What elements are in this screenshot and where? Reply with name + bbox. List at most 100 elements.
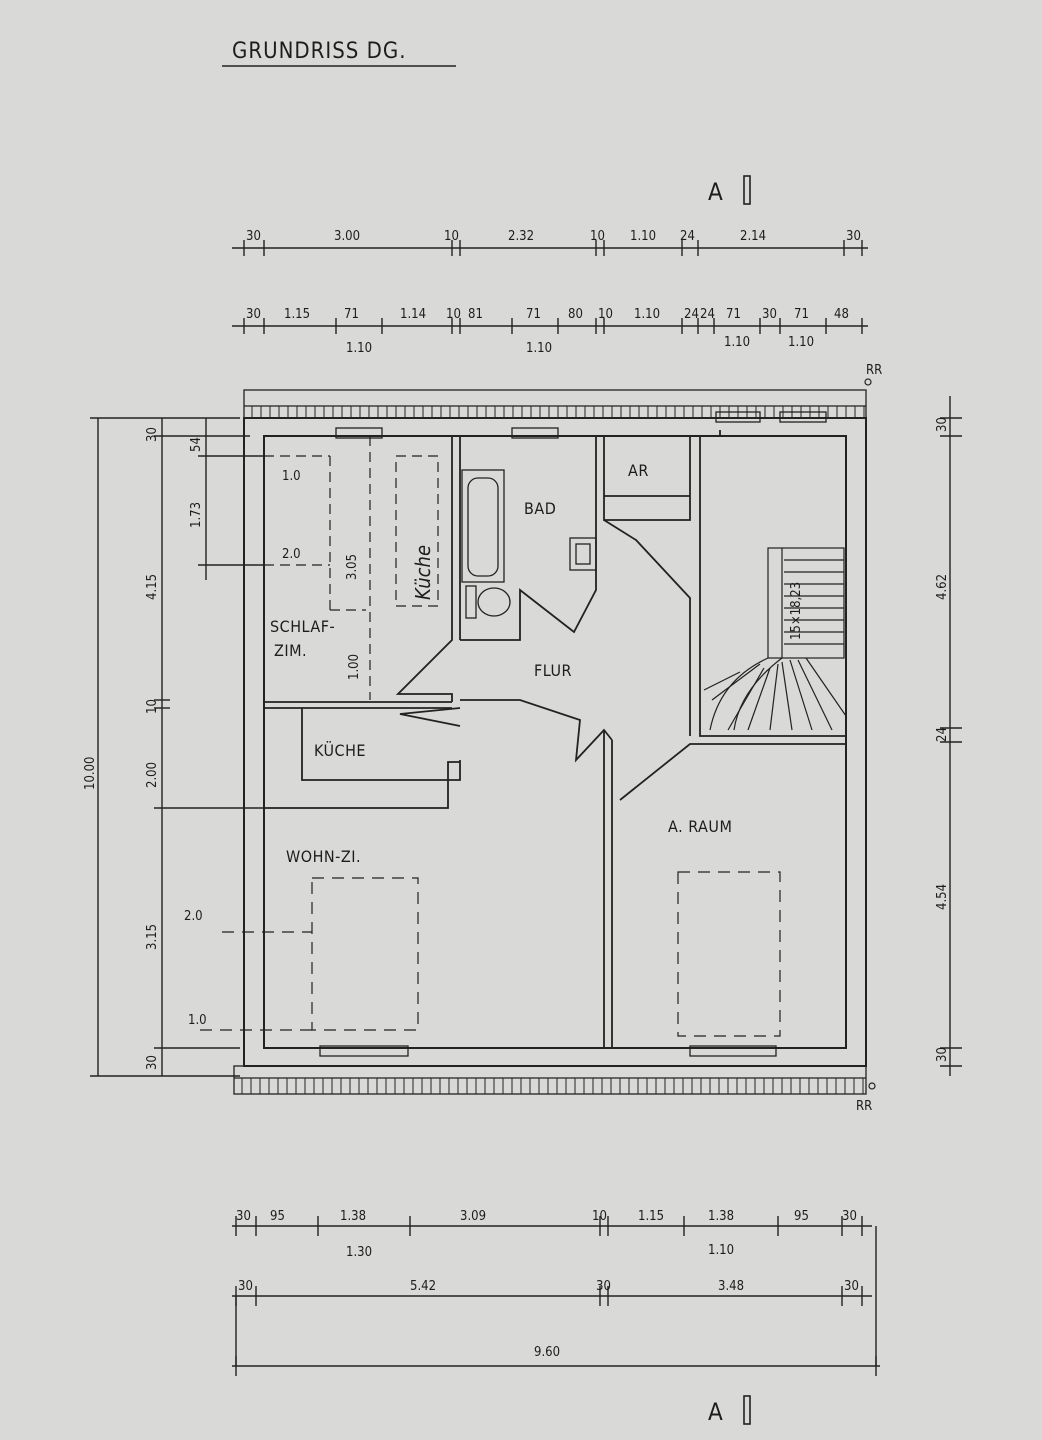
roof-eave-bottom-hatch bbox=[241, 1078, 864, 1094]
roof-marker-bottom: RR bbox=[856, 1099, 872, 1114]
svg-text:1.10: 1.10 bbox=[634, 307, 660, 322]
bottom-dimension-labels-1: 30 95 1.38 3.09 10 1.15 1.38 95 30 1.30 … bbox=[236, 1209, 857, 1260]
svg-text:2.32: 2.32 bbox=[508, 229, 534, 244]
schlaf-door-depth: 1.00 bbox=[347, 654, 362, 680]
top-dimension-labels-1: 30 3.00 10 2.32 10 1.10 24 2.14 30 bbox=[246, 229, 861, 244]
bottom-dimension-chain-1 bbox=[232, 1216, 872, 1236]
svg-text:95: 95 bbox=[270, 1209, 285, 1224]
svg-text:2.14: 2.14 bbox=[740, 229, 766, 244]
windows-top bbox=[335, 411, 827, 439]
svg-text:30: 30 bbox=[842, 1209, 857, 1224]
svg-text:10: 10 bbox=[145, 699, 160, 714]
left-dimension-chain-outer bbox=[90, 417, 240, 1077]
svg-text:1.10: 1.10 bbox=[526, 341, 552, 356]
svg-text:95: 95 bbox=[794, 1209, 809, 1224]
svg-text:2.00: 2.00 bbox=[145, 762, 160, 788]
svg-text:30: 30 bbox=[935, 1047, 950, 1062]
svg-text:71: 71 bbox=[794, 307, 809, 322]
svg-text:30: 30 bbox=[145, 427, 160, 442]
svg-text:3.15: 3.15 bbox=[145, 924, 160, 950]
svg-text:1.14: 1.14 bbox=[400, 307, 426, 322]
room-label-schlafzimmer: SCHLAF- bbox=[270, 617, 335, 636]
right-dimension-labels: 30 4.62 24 4.54 30 bbox=[935, 417, 950, 1062]
left-dimension-labels-mid: 30 4.15 10 2.00 3.15 30 bbox=[145, 427, 160, 1070]
section-bar-bottom bbox=[743, 1395, 751, 1425]
svg-text:30: 30 bbox=[762, 307, 777, 322]
wohn-height-2: 2.0 bbox=[184, 909, 203, 924]
svg-text:1.73: 1.73 bbox=[189, 502, 204, 528]
staircase bbox=[703, 547, 847, 731]
washbasin bbox=[569, 537, 597, 571]
roof-marker-top: RR bbox=[866, 363, 882, 378]
svg-text:30: 30 bbox=[935, 417, 950, 432]
svg-text:3.48: 3.48 bbox=[718, 1279, 744, 1294]
svg-text:48: 48 bbox=[834, 307, 849, 322]
top-dimension-chain-2 bbox=[232, 318, 868, 334]
section-bar-top bbox=[743, 175, 751, 205]
svg-text:71: 71 bbox=[726, 307, 741, 322]
svg-text:30: 30 bbox=[596, 1279, 611, 1294]
roof-point-top bbox=[864, 378, 872, 386]
svg-text:1.10: 1.10 bbox=[788, 335, 814, 350]
bottom-dimension-chain-2 bbox=[232, 1286, 872, 1306]
room-label-flur: FLUR bbox=[534, 661, 572, 680]
svg-text:1.10: 1.10 bbox=[724, 335, 750, 350]
schlaf-depth: 3.05 bbox=[345, 554, 360, 580]
bottom-dimension-total bbox=[232, 1226, 880, 1376]
top-dimension-chain-1 bbox=[232, 240, 868, 256]
svg-text:1.10: 1.10 bbox=[630, 229, 656, 244]
stair-label: 15×18,23 bbox=[789, 582, 804, 640]
bathtub bbox=[461, 469, 505, 583]
svg-text:1.10: 1.10 bbox=[708, 1243, 734, 1258]
left-dimension-chain-inner bbox=[198, 418, 264, 580]
svg-text:30: 30 bbox=[246, 307, 261, 322]
svg-text:30: 30 bbox=[846, 229, 861, 244]
left-dim-total: 10.00 bbox=[83, 757, 98, 790]
right-dimension-chain bbox=[940, 396, 962, 1076]
svg-text:54: 54 bbox=[189, 437, 204, 452]
schlaf-slope-lines bbox=[264, 436, 439, 700]
svg-text:5.42: 5.42 bbox=[410, 1279, 436, 1294]
svg-text:30: 30 bbox=[238, 1279, 253, 1294]
svg-text:1.15: 1.15 bbox=[638, 1209, 664, 1224]
windows-bottom bbox=[319, 1045, 777, 1057]
svg-text:10: 10 bbox=[592, 1209, 607, 1224]
svg-text:4.62: 4.62 bbox=[935, 574, 950, 600]
svg-text:4.54: 4.54 bbox=[935, 884, 950, 910]
room-label-kueche: KÜCHE bbox=[314, 741, 366, 760]
outer-walls bbox=[243, 417, 867, 1067]
svg-text:1.30: 1.30 bbox=[346, 1245, 372, 1260]
svg-text:24: 24 bbox=[935, 727, 950, 742]
schlaf-height-2: 2.0 bbox=[282, 547, 301, 562]
svg-text:10: 10 bbox=[446, 307, 461, 322]
svg-text:30: 30 bbox=[246, 229, 261, 244]
svg-text:3.00: 3.00 bbox=[334, 229, 360, 244]
room-label-bad: BAD bbox=[524, 499, 556, 518]
left-dimension-chain-mid bbox=[154, 418, 264, 1076]
svg-text:24: 24 bbox=[700, 307, 715, 322]
svg-text:80: 80 bbox=[568, 307, 583, 322]
svg-text:10: 10 bbox=[444, 229, 459, 244]
section-marker-bottom: A bbox=[708, 1398, 723, 1426]
bottom-dimension-labels-2: 30 5.42 30 3.48 30 bbox=[238, 1279, 859, 1294]
svg-text:3.09: 3.09 bbox=[460, 1209, 486, 1224]
toilet bbox=[465, 585, 511, 619]
svg-text:30: 30 bbox=[236, 1209, 251, 1224]
svg-text:71: 71 bbox=[526, 307, 541, 322]
svg-text:1.15: 1.15 bbox=[284, 307, 310, 322]
svg-text:1.10: 1.10 bbox=[346, 341, 372, 356]
room-label-schlafzimmer-2: ZIM. bbox=[274, 641, 307, 660]
svg-text:1.38: 1.38 bbox=[340, 1209, 366, 1224]
svg-text:24: 24 bbox=[684, 307, 699, 322]
svg-text:10: 10 bbox=[590, 229, 605, 244]
bottom-dim-total: 9.60 bbox=[534, 1345, 560, 1360]
svg-text:30: 30 bbox=[145, 1055, 160, 1070]
top-dimension-labels-2: 30 1.15 71 1.14 10 81 71 80 10 1.10 24 2… bbox=[246, 307, 849, 356]
handwritten-kueche-note: Küche bbox=[411, 545, 435, 600]
svg-text:30: 30 bbox=[844, 1279, 859, 1294]
wohn-height-1: 1.0 bbox=[188, 1013, 207, 1028]
schlaf-height-1: 1.0 bbox=[282, 469, 301, 484]
araum-slope-lines bbox=[677, 871, 781, 1037]
